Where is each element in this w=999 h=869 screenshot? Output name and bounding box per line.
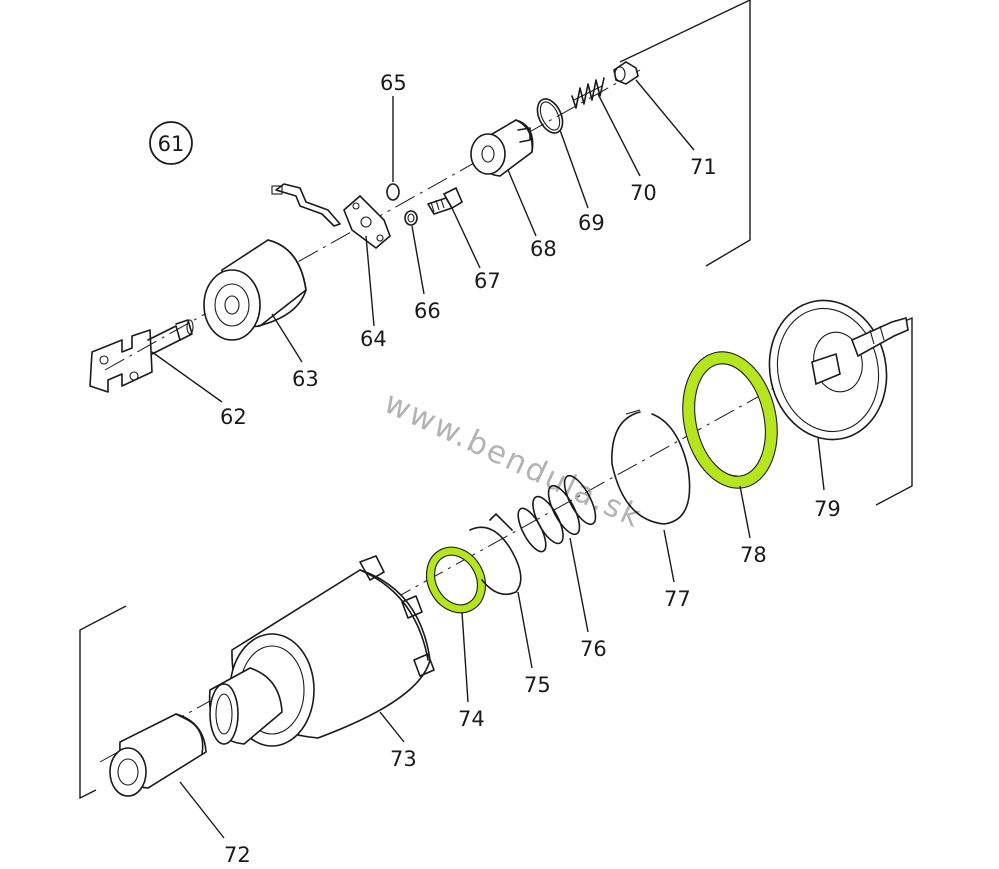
- watermark-text: www.bendula.sk: [379, 385, 648, 536]
- part-76-spring: [517, 474, 597, 553]
- group-label: 61: [158, 132, 185, 156]
- label-79: 79: [814, 497, 841, 521]
- part-64-bent-rod: [271, 183, 391, 250]
- label-74: 74: [458, 707, 485, 731]
- label-75: 75: [524, 673, 551, 697]
- label-70: 70: [630, 181, 657, 205]
- label-66: 66: [414, 299, 441, 323]
- label-68: 68: [530, 237, 557, 261]
- label-71: 71: [690, 155, 717, 179]
- leader-lines: [151, 79, 825, 839]
- part-69-o-ring: [536, 98, 564, 134]
- part-74-ring: [426, 546, 486, 614]
- label-67: 67: [474, 269, 501, 293]
- part-73-housing: [208, 555, 435, 747]
- part-78-band: [682, 351, 778, 489]
- part-71-cap: [613, 61, 639, 85]
- part-62-clevis-rod: [89, 319, 194, 393]
- part-68-sleeve: [470, 119, 534, 177]
- label-62: 62: [220, 405, 247, 429]
- label-73: 73: [390, 747, 417, 771]
- label-72: 72: [224, 843, 251, 867]
- label-76: 76: [580, 637, 607, 661]
- part-65-ring: [386, 183, 400, 201]
- part-67-bolt: [427, 186, 464, 215]
- part-79-disc: [768, 299, 909, 441]
- part-66-washer: [404, 210, 418, 226]
- label-63: 63: [292, 367, 319, 391]
- part-labels: 62 63 64 65 66 67 68 69 70 71 72 73 74 7…: [220, 71, 841, 867]
- group-badge: 61: [149, 121, 193, 165]
- part-77-snap-ring: [611, 409, 691, 525]
- part-75-circlip: [469, 513, 522, 596]
- part-63-cylinder: [203, 239, 307, 341]
- label-77: 77: [664, 587, 691, 611]
- label-78: 78: [740, 543, 767, 567]
- part-70-spring: [571, 77, 605, 109]
- label-64: 64: [360, 327, 387, 351]
- label-65: 65: [380, 71, 407, 95]
- label-69: 69: [578, 211, 605, 235]
- part-72-bushing: [109, 713, 207, 797]
